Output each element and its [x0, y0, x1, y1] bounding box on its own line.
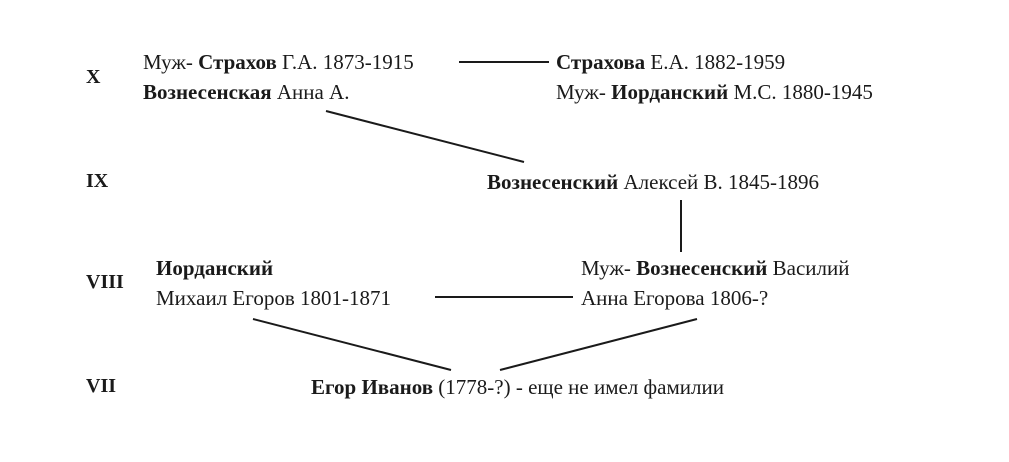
husband-prefix: Муж-	[143, 50, 193, 74]
person-strakhova-ea: Страхова Е.А. 1882-1959	[556, 52, 785, 73]
generation-label-ix: IX	[86, 170, 109, 192]
full-name: Егор Иванов	[311, 375, 434, 399]
person-iordansky-mikhail-surname: Иорданский	[156, 258, 273, 279]
person-voznesensky-aleksey: Вознесенский Алексей В. 1845-1896	[487, 172, 819, 193]
person-iordansky-ms: Муж- Иорданский М.С. 1880-1945	[556, 82, 873, 103]
surname: Вознесенская	[143, 80, 272, 104]
generation-label-viii: VIII	[86, 271, 124, 293]
surname: Страхова	[556, 50, 646, 74]
initials-years: М.С. 1880-1945	[733, 80, 873, 104]
given-name: Василий	[772, 256, 850, 280]
name-years: Алексей В. 1845-1896	[623, 170, 820, 194]
husband-prefix: Муж-	[556, 80, 606, 104]
descent-line-ix-to-x	[325, 110, 525, 163]
person-voznesenskaya-anna: Вознесенская Анна А.	[143, 82, 349, 103]
descent-line-vii-to-viii-right	[499, 318, 698, 371]
surname: Вознесенский	[487, 170, 619, 194]
person-anna-egorova: Анна Егорова 1806-?	[581, 286, 769, 310]
person-iordansky-mikhail-name: Михаил Егоров 1801-1871	[156, 286, 391, 310]
person-egor-ivanov: Егор Иванов (1778-?) - еще не имел фамил…	[311, 377, 724, 398]
descent-line-vii-to-viii-left	[252, 318, 452, 371]
initials-years: Г.А. 1873-1915	[282, 50, 414, 74]
surname: Страхов	[198, 50, 277, 74]
initials-years: Е.А. 1882-1959	[650, 50, 786, 74]
surname: Иорданский	[156, 256, 274, 280]
person-strakhov-ga: Муж- Страхов Г.А. 1873-1915	[143, 52, 414, 73]
surname: Иорданский	[611, 80, 729, 104]
surname: Вознесенский	[636, 256, 768, 280]
given-name: Анна А.	[276, 80, 350, 104]
generation-label-vii: VII	[86, 375, 117, 397]
years-note: (1778-?) - еще не имел фамилии	[438, 375, 724, 399]
person-voznesensky-vasily: Муж- Вознесенский Василий	[581, 258, 849, 279]
generation-label-x: X	[86, 66, 101, 88]
husband-prefix: Муж-	[581, 256, 631, 280]
